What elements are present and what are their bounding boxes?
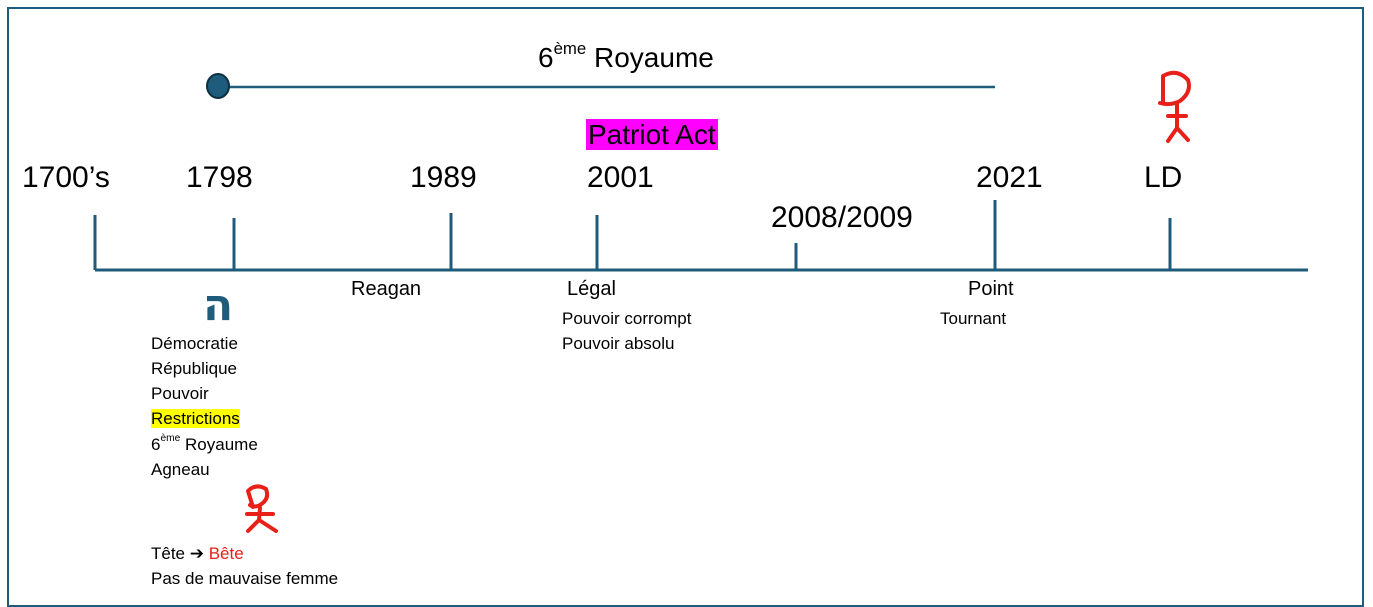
year-ld: LD — [1144, 161, 1183, 194]
tournant-label: Tournant — [940, 309, 1007, 328]
royaume-sup-2: ème — [160, 433, 181, 445]
legal-note-absolu: Pouvoir absolu — [562, 334, 675, 353]
royaume-sup: ème — [553, 39, 587, 59]
year-2021: 2021 — [976, 161, 1043, 194]
republique-text: République — [151, 359, 238, 378]
bete-text: Bête — [204, 544, 244, 563]
restrictions-text: Restrictions — [151, 409, 240, 428]
sixieme-royaume-text: 6ème Royaume — [151, 433, 258, 454]
hebrew-letter-he: ה — [203, 280, 234, 331]
year-1798: 1798 — [186, 161, 253, 194]
patriot-act-label: Patriot Act — [586, 119, 718, 150]
year-1700s: 1700’s — [22, 161, 110, 194]
royaume-num-2: 6 — [151, 435, 161, 454]
reagan-label: Reagan — [351, 278, 422, 300]
royaume-num: 6 — [538, 42, 554, 73]
tete-text: Tête — [151, 544, 190, 563]
royaume-period-label: 6ème Royaume — [538, 41, 714, 73]
year-2001: 2001 — [587, 161, 654, 194]
stick-figure-top-icon — [1158, 70, 1191, 143]
tete-bete-line: Tête ➔ Bête — [151, 545, 244, 563]
royaume-rest-2: Royaume — [180, 435, 258, 454]
point-label: Point — [968, 278, 1014, 300]
period-start-dot — [206, 73, 230, 99]
legal-label: Légal — [567, 278, 616, 300]
timeline-diagram — [93, 70, 1308, 533]
royaume-rest: Royaume — [586, 42, 714, 73]
year-1989: 1989 — [410, 161, 477, 194]
mauvaise-femme-text: Pas de mauvaise femme — [151, 569, 339, 588]
year-2008-2009: 2008/2009 — [771, 201, 913, 234]
patriot-act-text: Patriot Act — [586, 119, 718, 150]
arrow-icon: ➔ — [189, 544, 204, 564]
agneau-text: Agneau — [151, 460, 210, 479]
democratie-text: Démocratie — [151, 334, 238, 353]
pouvoir-text: Pouvoir — [151, 384, 209, 403]
stick-figure-bottom-icon — [245, 484, 278, 533]
legal-note-corrompt: Pouvoir corrompt — [562, 309, 692, 328]
restrictions-highlight: Restrictions — [151, 409, 240, 428]
